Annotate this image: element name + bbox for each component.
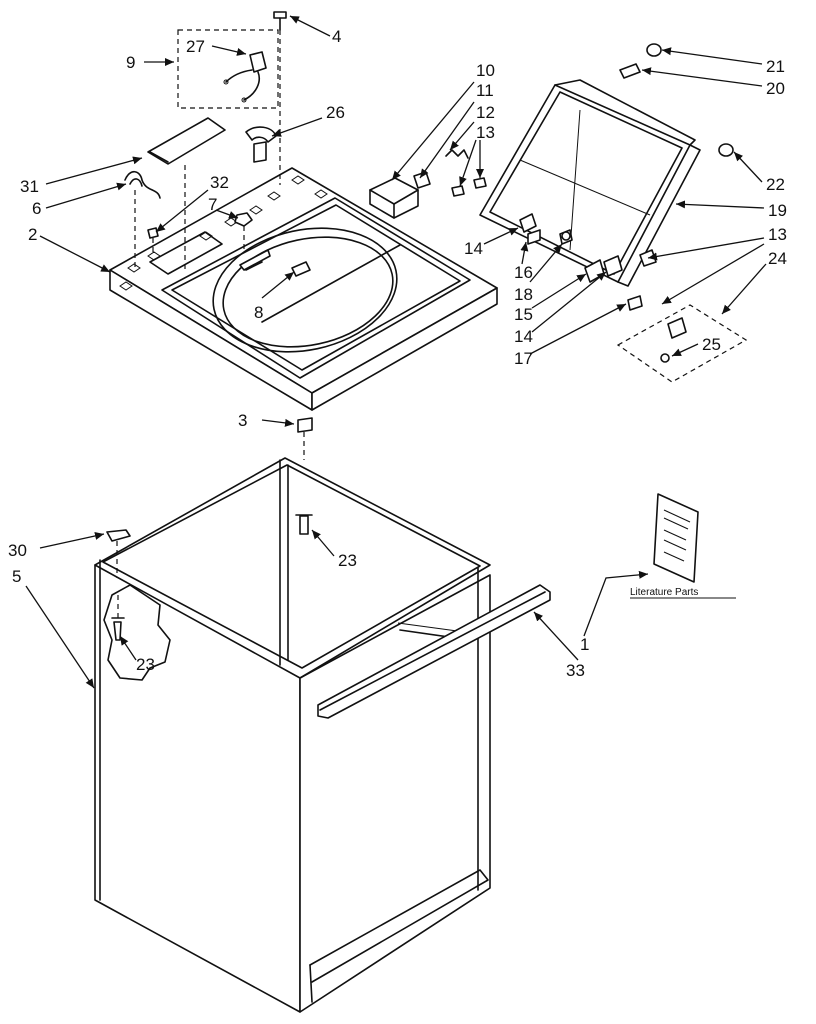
callout-8: 8: [254, 303, 263, 322]
callout-1: 1: [580, 635, 589, 654]
callout-15: 15: [514, 305, 533, 324]
callout-10: 10: [476, 61, 495, 80]
clip-30: [106, 529, 131, 578]
callout-4: 4: [332, 27, 341, 46]
bracket-26: [245, 126, 277, 163]
callout-14-right: 14: [514, 327, 533, 346]
callout-7: 7: [208, 195, 217, 214]
screw-32: [147, 227, 159, 255]
bumper-21: [646, 43, 662, 57]
clip-6: [124, 170, 161, 270]
screws-13a: [451, 177, 487, 197]
callout-17: 17: [514, 349, 533, 368]
callout-16: 16: [514, 263, 533, 282]
hinge-bar: [239, 249, 271, 271]
callout-labels: 4 27 9 26 31 32 6 7 2 8 10 11 12 13 14 1…: [8, 27, 787, 680]
callout-33: 33: [566, 661, 585, 680]
switch-cover-31: [147, 117, 226, 270]
callout-23-front: 23: [136, 655, 155, 674]
pad-20: [619, 63, 641, 79]
callout-25: 25: [702, 335, 721, 354]
callout-12: 12: [476, 103, 495, 122]
callout-14-left: 14: [464, 239, 483, 258]
callout-19: 19: [768, 201, 787, 220]
callout-26: 26: [326, 103, 345, 122]
switch-assembly-9: [177, 29, 279, 109]
callout-18: 18: [514, 285, 533, 304]
callout-21: 21: [766, 57, 785, 76]
callout-23-rear: 23: [338, 551, 357, 570]
callout-13-top: 13: [476, 123, 495, 142]
screw-4: [273, 11, 287, 185]
callout-20: 20: [766, 79, 785, 98]
callout-2: 2: [28, 225, 37, 244]
callout-31: 31: [20, 177, 39, 196]
bumper-22: [718, 143, 734, 157]
lid-switch-10: [369, 177, 419, 219]
spring-12: [445, 149, 469, 159]
callout-9: 9: [126, 53, 135, 72]
callout-22: 22: [766, 175, 785, 194]
callout-13-right: 13: [768, 225, 787, 244]
callout-11: 11: [476, 81, 494, 100]
callout-30: 30: [8, 541, 27, 560]
callout-5: 5: [12, 567, 21, 586]
callout-32: 32: [210, 173, 229, 192]
nut-7: [234, 212, 253, 250]
literature-booklet: [653, 493, 699, 583]
rail-33: [317, 584, 551, 719]
leader-lines: [25, 15, 767, 689]
hinge-parts: [519, 213, 643, 311]
hinge-kit-24: [616, 249, 748, 383]
callout-27: 27: [186, 37, 205, 56]
literature-parts-label: Literature Parts: [630, 587, 698, 598]
callout-24: 24: [768, 249, 787, 268]
callout-6: 6: [32, 199, 41, 218]
top-panel: [109, 167, 498, 411]
cutaway-detail: [103, 584, 171, 681]
bracket-3: [295, 417, 313, 535]
callout-3: 3: [238, 411, 247, 430]
cabinet: [94, 457, 491, 1013]
